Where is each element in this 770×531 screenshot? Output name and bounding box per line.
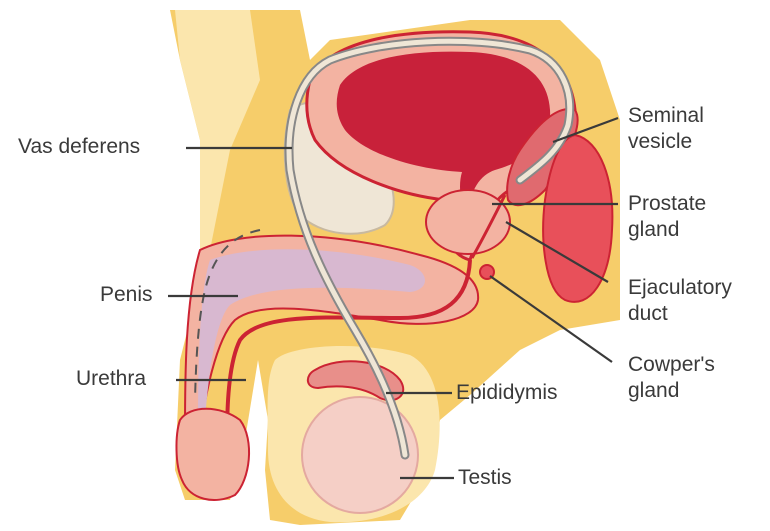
- label-testis: Testis: [458, 465, 512, 491]
- label-epididymis: Epididymis: [456, 380, 558, 406]
- label-prostate-gland: Prostate gland: [628, 191, 706, 243]
- label-cowpers-gland: Cowper's gland: [628, 352, 715, 404]
- label-vas-deferens: Vas deferens: [18, 134, 140, 160]
- glans: [176, 409, 249, 500]
- label-penis: Penis: [100, 282, 153, 308]
- label-seminal-vesicle: Seminal vesicle: [628, 103, 704, 155]
- rectum: [543, 135, 612, 302]
- prostate-gland: [426, 190, 510, 254]
- label-ejaculatory-duct: Ejaculatory duct: [628, 275, 732, 327]
- label-urethra: Urethra: [76, 366, 146, 392]
